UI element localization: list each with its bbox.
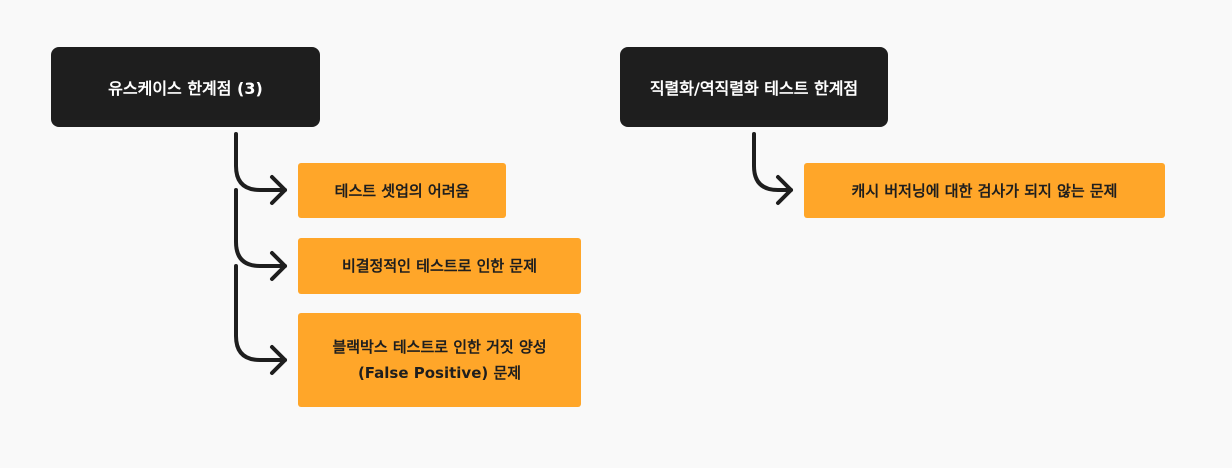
left-item-1: 테스트 셋업의 어려움 <box>298 163 506 218</box>
left-group-title: 유스케이스 한계점 (3) <box>51 47 320 127</box>
left-item-2-text: 비결정적인 테스트로 인한 문제 <box>341 257 538 275</box>
arrowhead-left-3 <box>270 345 287 375</box>
connector-right-1 <box>752 132 793 192</box>
connector-left-2 <box>234 188 287 268</box>
left-item-2: 비결정적인 테스트로 인한 문제 <box>298 238 581 294</box>
right-item-1-text: 캐시 버저닝에 대한 검사가 되지 않는 문제 <box>851 181 1118 200</box>
left-item-1-text: 테스트 셋업의 어려움 <box>334 181 470 200</box>
right-item-1: 캐시 버저닝에 대한 검사가 되지 않는 문제 <box>804 163 1165 218</box>
right-group-title-text: 직렬화/역직렬화 테스트 한계점 <box>649 79 859 98</box>
arrowhead-left-2 <box>270 251 287 281</box>
left-item-3-line1: 블랙박스 테스트로 인한 거짓 양성 <box>332 338 547 356</box>
arrowhead-left-1 <box>270 175 287 205</box>
left-item-3: 블랙박스 테스트로 인한 거짓 양성 (False Positive) 문제 <box>298 313 581 407</box>
right-group-title: 직렬화/역직렬화 테스트 한계점 <box>620 47 888 127</box>
left-group-title-text: 유스케이스 한계점 (3) <box>108 79 263 98</box>
connector-left-3 <box>234 264 287 362</box>
connector-left-1 <box>234 132 287 192</box>
left-item-3-text: 블랙박스 테스트로 인한 거짓 양성 (False Positive) 문제 <box>332 334 546 386</box>
arrowhead-right-1 <box>776 175 793 205</box>
left-item-3-line2: (False Positive) 문제 <box>357 364 522 382</box>
